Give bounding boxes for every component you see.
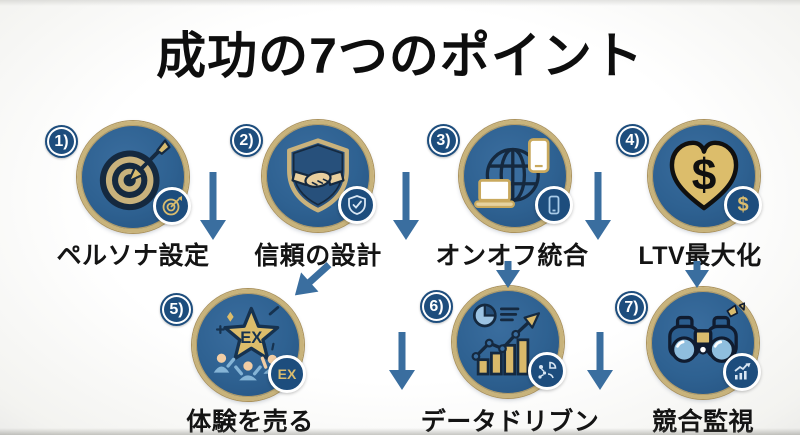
point-2-number-label: 2) <box>239 131 254 149</box>
flow-arrow-short-to-7 <box>684 261 710 288</box>
point-6-number-label: 6) <box>429 297 444 315</box>
growth-chart-icon <box>471 303 541 376</box>
point-3-number: 3) <box>427 124 460 157</box>
heart-dollar-icon: $ <box>669 140 739 211</box>
heart-dollar-text: $ <box>692 150 717 199</box>
point-2-number: 2) <box>230 124 263 157</box>
point-7-group: 7) <box>615 287 761 399</box>
binoculars-icon <box>668 302 745 363</box>
point-7-badge <box>723 353 761 391</box>
flow-arrow-down-2-3 <box>393 172 419 240</box>
flow-arrow-down-5-6 <box>389 332 415 390</box>
edge-shade-top <box>0 0 800 6</box>
caption-persona: ペルソナ設定 <box>56 242 210 270</box>
caption-experience: 体験を売る <box>186 408 314 435</box>
point-1-group: 1) <box>45 121 191 233</box>
trend-up-icon <box>734 363 751 380</box>
point-6-group: 6) <box>420 286 566 398</box>
globe-devices-icon <box>474 138 550 209</box>
point-1-number-label: 1) <box>54 132 69 150</box>
smartphone-icon <box>548 195 560 215</box>
point-2-badge <box>338 186 376 224</box>
point-5-number: 5) <box>160 293 193 326</box>
star-ex-text: EX <box>240 328 262 347</box>
shield-handshake-icon <box>287 138 349 213</box>
point-7-circle <box>647 287 759 399</box>
point-2-group: 2) <box>230 120 376 232</box>
caption-trust: 信頼の設計 <box>254 242 382 270</box>
dollar-sign-badge: $ <box>737 194 749 216</box>
data-analysis-icon <box>538 361 557 379</box>
point-4-number-label: 4) <box>625 131 640 149</box>
caption-on-off: オンオフ統合 <box>435 242 589 270</box>
point-5-number-label: 5) <box>169 300 184 318</box>
page-title: 成功の7つのポイント <box>156 28 644 84</box>
target-arrow-icon <box>99 139 171 211</box>
point-6-circle <box>452 286 564 398</box>
point-3-badge <box>535 186 573 224</box>
point-3-number-label: 3) <box>436 131 451 149</box>
flow-arrow-down-1-2 <box>200 172 226 240</box>
ex-text-badge: EX <box>277 366 297 382</box>
point-1-badge <box>153 187 191 225</box>
caption-competitor: 競合監視 <box>651 408 754 435</box>
point-3-group: 3) <box>427 120 573 232</box>
flow-arrow-short-to-6 <box>495 261 521 288</box>
caption-data-driven: データドリブン <box>420 408 600 435</box>
point-4-badge: $ <box>724 186 762 224</box>
edge-shade-bottom <box>0 428 800 435</box>
point-7-number-label: 7) <box>624 298 639 316</box>
point-1-circle <box>77 121 189 233</box>
point-6-badge <box>528 352 566 390</box>
flow-arrow-down-6-7 <box>587 332 613 390</box>
point-4-number: 4) <box>616 124 649 157</box>
point-5-badge: EX <box>268 355 306 393</box>
flow-arrow-down-3-4 <box>585 172 611 240</box>
point-1-number: 1) <box>45 125 78 158</box>
mini-target-icon <box>162 196 182 216</box>
point-7-number: 7) <box>615 291 648 324</box>
point-4-group: $ 4) $ <box>616 120 762 232</box>
point-5-group: EX 5) EX <box>160 289 306 401</box>
shield-check-icon <box>348 195 366 215</box>
point-3-circle <box>459 120 571 232</box>
point-6-number: 6) <box>420 290 453 323</box>
flow-arrow-diagonal-to-5 <box>286 255 338 305</box>
